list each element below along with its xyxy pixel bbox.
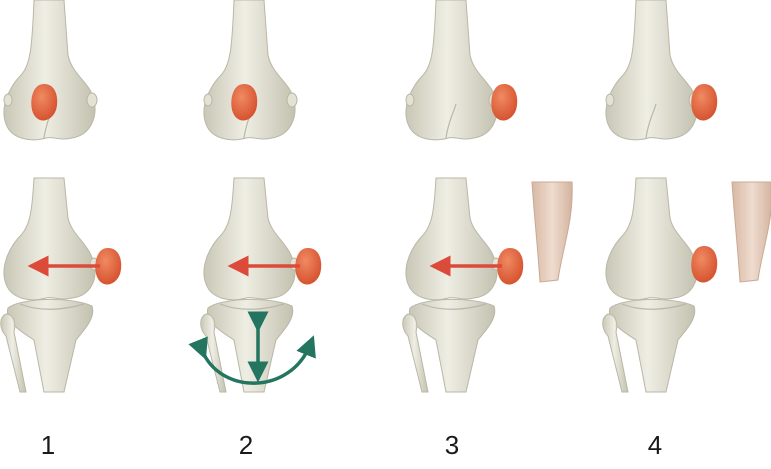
patella-upper: [691, 84, 717, 121]
femur-upper: [606, 0, 697, 140]
step-label-2: 2: [226, 430, 266, 461]
epicondyle: [87, 93, 97, 107]
femur-lower: [606, 178, 697, 300]
step-label-1: 1: [28, 430, 68, 461]
patella-lower: [691, 246, 717, 283]
thigh-tissue: [732, 182, 771, 282]
thigh-tissue: [532, 182, 572, 282]
step-panel-3: [403, 0, 572, 392]
step-panel-4: [603, 0, 771, 392]
epicondyle: [4, 94, 12, 106]
femur-lower: [4, 178, 95, 300]
epicondyle: [406, 94, 414, 106]
step-label-4: 4: [635, 430, 675, 461]
femur-lower: [406, 178, 497, 300]
step-panel-2: [201, 0, 321, 392]
epicondyle: [606, 94, 614, 106]
epicondyle: [204, 94, 212, 106]
step-label-3: 3: [432, 430, 472, 461]
epicondyle: [287, 93, 297, 107]
femur-upper: [4, 0, 95, 140]
femur-lower: [204, 178, 295, 300]
patella-upper: [491, 84, 517, 121]
femur-upper: [204, 0, 295, 140]
step-panel-1: [1, 0, 121, 392]
femur-upper: [406, 0, 497, 140]
